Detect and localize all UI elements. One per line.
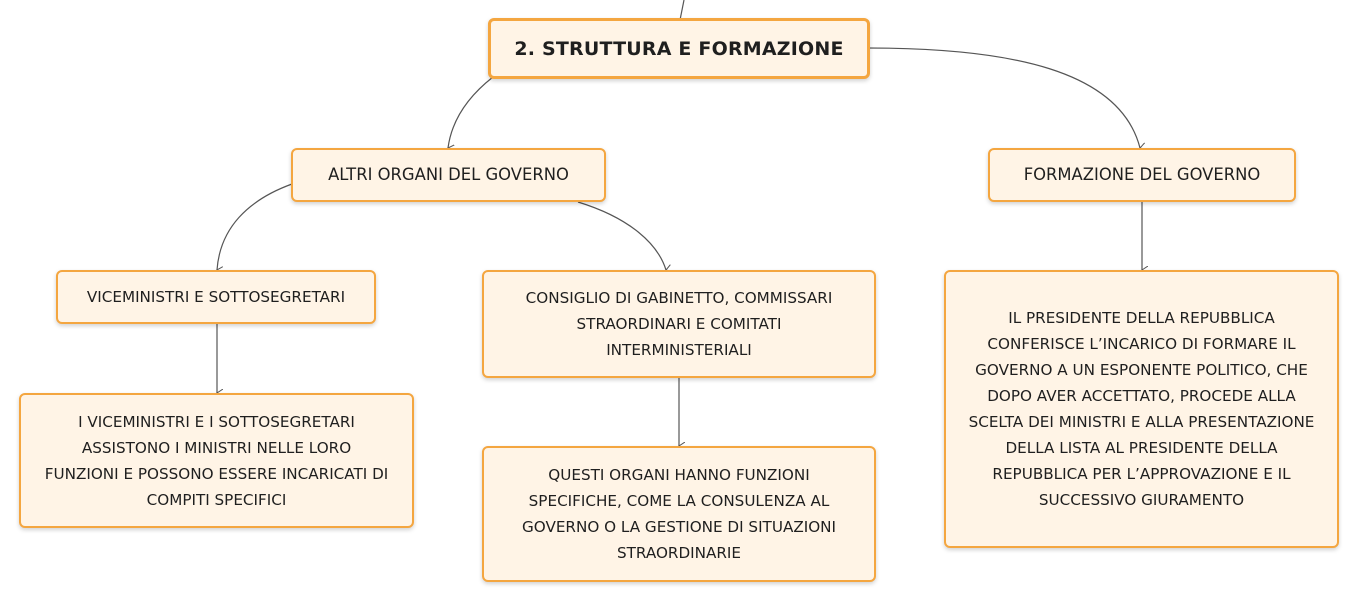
consiglio-detail-node[interactable]: QUESTI ORGANI HANNO FUNZIONI SPECIFICHE,… xyxy=(482,446,876,582)
viceministri-node[interactable]: VICEMINISTRI E SOTTOSEGRETARI xyxy=(56,270,376,324)
viceministri-detail-node[interactable]: I VICEMINISTRI E I SOTTOSEGRETARI ASSIST… xyxy=(19,393,414,528)
connector-root-to-altri-organi xyxy=(448,76,494,148)
connector-into-root xyxy=(679,0,685,21)
consiglio-gabinetto-node[interactable]: CONSIGLIO DI GABINETTO, COMMISSARI STRAO… xyxy=(482,270,876,378)
connector-root-to-formazione xyxy=(866,47,1140,148)
connector-altri-to-viceministri xyxy=(217,183,293,270)
formazione-governo-node[interactable]: FORMAZIONE DEL GOVERNO xyxy=(988,148,1296,202)
connector-altri-to-consiglio xyxy=(577,201,666,270)
altri-organi-node[interactable]: ALTRI ORGANI DEL GOVERNO xyxy=(291,148,606,202)
formazione-detail-node[interactable]: IL PRESIDENTE DELLA REPUBBLICA CONFERISC… xyxy=(944,270,1339,548)
root-topic-node[interactable]: 2. STRUTTURA E FORMAZIONE xyxy=(488,18,870,79)
